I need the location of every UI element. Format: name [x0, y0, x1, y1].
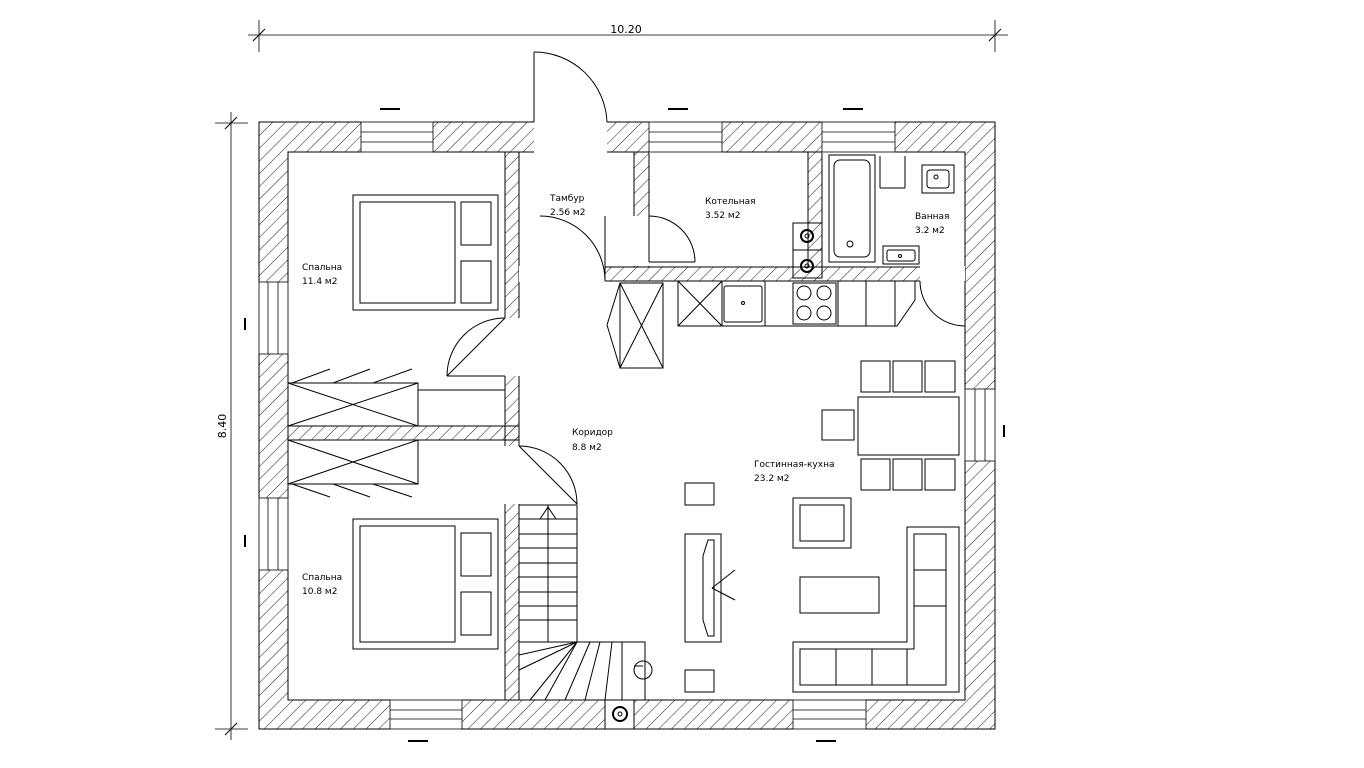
window-top-1 — [360, 121, 434, 153]
staircase — [518, 504, 653, 701]
bath-door — [919, 280, 966, 327]
dining-table — [857, 396, 960, 456]
room-area-living: 23.2 м2 — [754, 474, 789, 484]
dining-chairs — [821, 360, 956, 491]
ottomans — [684, 482, 715, 693]
bedroom2-door — [518, 445, 578, 505]
room-name-tambur: Тамбур — [549, 194, 585, 204]
boiler-door — [648, 215, 696, 263]
stove — [792, 282, 837, 325]
windows — [244, 108, 1005, 742]
tambur-door — [539, 215, 606, 282]
room-name-bedroom1: Спальна — [302, 263, 342, 273]
kitchen-counter — [677, 280, 916, 327]
boiler-unit — [792, 222, 823, 279]
entrance-door — [533, 51, 608, 123]
window-bottom-2 — [792, 699, 867, 730]
tv-stand — [684, 533, 736, 643]
window-bottom-1 — [389, 699, 463, 730]
fridge — [606, 282, 664, 369]
room-name-living: Гостинная-кухна — [754, 460, 834, 470]
openings — [258, 121, 996, 730]
bed-1 — [352, 194, 499, 311]
room-area-tambur: 2.56 м2 — [550, 208, 585, 218]
window-right — [964, 388, 996, 462]
coffee-table — [799, 576, 880, 614]
room-area-boiler: 3.52 м2 — [705, 211, 740, 221]
wardrobe-1 — [287, 368, 505, 427]
flue — [604, 699, 635, 730]
kitchen-sink — [723, 285, 763, 323]
toilet — [921, 164, 955, 194]
window-top-2 — [648, 121, 723, 153]
room-area-bedroom1: 11.4 м2 — [302, 277, 337, 287]
bath-sink — [879, 156, 920, 265]
window-left-1 — [258, 281, 289, 355]
room-area-corridor: 8.8 м2 — [572, 443, 602, 453]
room-name-bath: Ванная — [915, 212, 949, 222]
wardrobe-2 — [287, 439, 419, 498]
dimension-width: 10.20 — [248, 20, 1008, 52]
room-name-bedroom2: Спальна — [302, 573, 342, 583]
bathtub — [828, 154, 876, 263]
room-name-boiler: Котельная — [705, 197, 756, 207]
room-labels: Спальна 11.4 м2 Тамбур 2.56 м2 Котельная… — [302, 194, 949, 597]
height-label: 8.40 — [216, 414, 229, 439]
corner-sofa — [792, 526, 960, 693]
room-area-bedroom2: 10.8 м2 — [302, 587, 337, 597]
room-name-corridor: Коридор — [572, 428, 613, 438]
room-area-bath: 3.2 м2 — [915, 226, 945, 236]
dimension-height: 8.40 — [215, 112, 248, 740]
window-left-2 — [258, 497, 289, 571]
armchair — [792, 497, 852, 549]
window-top-3 — [821, 121, 896, 153]
doors — [446, 51, 966, 505]
width-label: 10.20 — [610, 23, 642, 36]
bedroom1-door — [446, 317, 506, 377]
bed-2 — [352, 518, 499, 650]
